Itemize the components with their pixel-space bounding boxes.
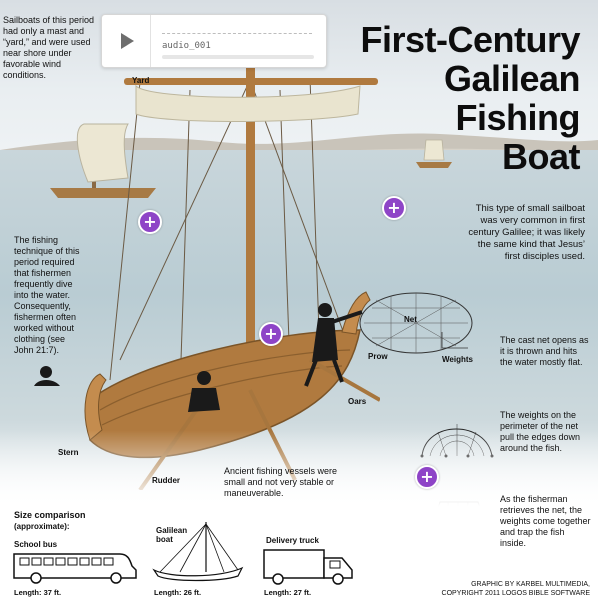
caption-intro: This type of small sailboat was very com…: [468, 203, 585, 262]
caption-sailboats: Sailboats of this period had only a mast…: [3, 15, 95, 80]
audio-progress-track[interactable]: [162, 55, 314, 59]
title-line-2: Galilean: [443, 58, 581, 99]
caption-weights-perimeter: The weights on the perimeter of the net …: [500, 410, 581, 453]
size-length-school-bus: Length: 37 ft.: [14, 588, 62, 597]
distant-boat-right: [416, 139, 452, 168]
hotspot-button-2[interactable]: +: [382, 196, 406, 220]
size-name-school-bus: School bus: [14, 540, 58, 549]
label-oars: Oars: [348, 397, 367, 406]
caption-technique: The fishing technique of this period req…: [14, 235, 80, 355]
galilean-boat-icon: [152, 522, 244, 582]
size-length-delivery-truck: Length: 27 ft.: [264, 588, 312, 597]
size-length-galilean-boat: Length: 26 ft.: [154, 588, 202, 597]
credit-line-2: COPYRIGHT 2011 LOGOS BIBLE SOFTWARE: [441, 590, 590, 597]
title-line-3: Fishing: [455, 97, 581, 138]
label-weights: Weights: [442, 355, 473, 364]
school-bus-icon: [13, 553, 137, 584]
size-comparison-subheading: (approximate):: [14, 522, 70, 531]
label-stern: Stern: [58, 448, 79, 457]
delivery-truck-icon: [263, 549, 353, 585]
audio-divider: [150, 15, 151, 67]
page-title: First-Century Galilean Fishing Boat: [320, 20, 580, 176]
audio-file-name: audio_001: [162, 41, 211, 51]
size-name-galilean-boat: Galilean boat: [156, 526, 188, 544]
label-yard: Yard: [132, 76, 150, 85]
caption-net-opens: The cast net opens as it is thrown and h…: [500, 335, 589, 367]
caption-ancient-vessels: Ancient fishing vessels were small and n…: [224, 466, 338, 498]
hotspot-button-1[interactable]: +: [138, 210, 162, 234]
caption-retrieves: As the fisherman retrieves the net, the …: [500, 494, 591, 548]
label-rudder: Rudder: [152, 476, 180, 485]
hotspot-button-3[interactable]: +: [259, 322, 283, 346]
label-net: Net: [404, 315, 417, 324]
audio-player[interactable]: audio_001: [101, 14, 327, 68]
credit-line-1: GRAPHIC BY KARBEL MULTIMEDIA,: [471, 581, 590, 588]
distant-boat-left: [50, 123, 156, 198]
label-prow: Prow: [368, 352, 388, 361]
play-icon[interactable]: [112, 27, 140, 55]
weights-pointer: [441, 332, 468, 349]
thrown-net: [359, 292, 473, 354]
size-comparison-heading: Size comparison: [14, 510, 86, 520]
title-line-1: First-Century: [360, 19, 580, 60]
hotspot-button-4[interactable]: +: [415, 465, 439, 489]
credit-text: GRAPHIC BY KARBEL MULTIMEDIA, COPYRIGHT …: [430, 580, 590, 598]
size-name-delivery-truck: Delivery truck: [266, 536, 319, 545]
audio-waveform-placeholder: [162, 33, 312, 34]
title-line-4: Boat: [502, 136, 581, 177]
swimmer-silhouette: [34, 366, 60, 386]
